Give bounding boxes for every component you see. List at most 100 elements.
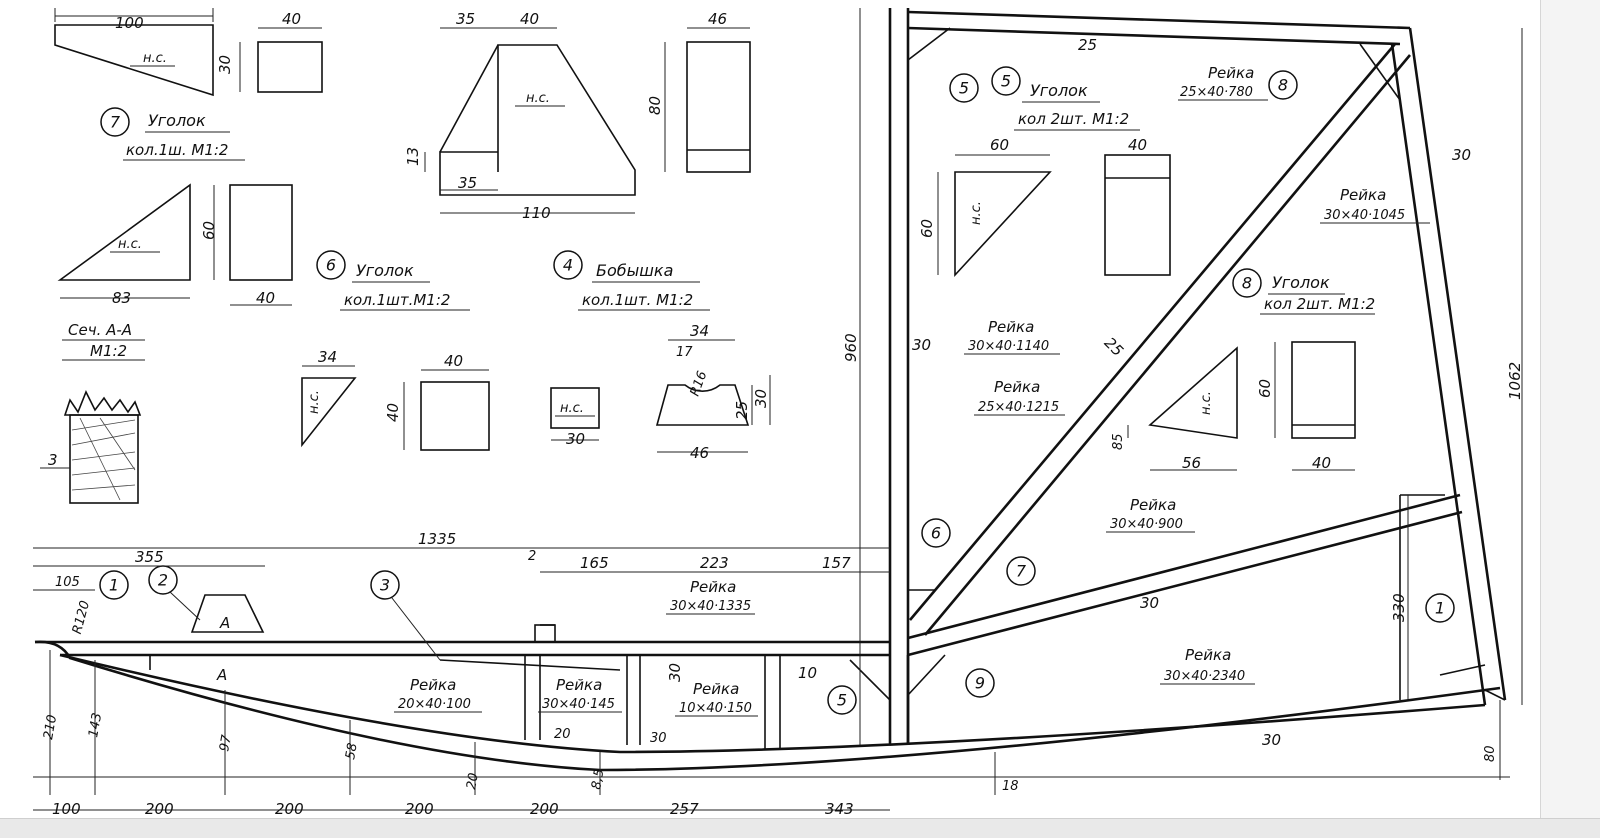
- rail-size: 20×40·100: [398, 697, 471, 712]
- dim-label: 223: [700, 554, 729, 572]
- callout-7: 7: [110, 113, 121, 132]
- callout-5: 5: [1001, 72, 1011, 91]
- hs-label: н.с.: [526, 91, 550, 106]
- hull-callouts: 1 2 3: [99, 565, 441, 661]
- rail-size: 30×40·2340: [1164, 669, 1245, 684]
- dim-label: 34: [690, 322, 709, 340]
- dim-label: 35: [456, 10, 475, 28]
- part-8-drawings: Уголок кол 2шт. М1:2 н.с. 56 85 60 40: [1111, 273, 1375, 472]
- part-6-title: Уголок: [356, 261, 414, 280]
- dim-label: 58: [343, 742, 361, 761]
- hs-label: н.с.: [1199, 391, 1214, 415]
- rail-size: 10×40·150: [679, 701, 752, 716]
- rail-name: Рейка: [1185, 646, 1231, 664]
- dim-label: 343: [825, 800, 854, 818]
- callout-1: 1: [1435, 599, 1445, 618]
- right-panel-edge: [1540, 0, 1600, 818]
- hs-label: н.с.: [307, 390, 322, 414]
- dim-label: 3: [48, 451, 58, 469]
- dim-label: 30: [216, 55, 234, 74]
- hs-label: н.с.: [118, 237, 142, 252]
- dim-label: 40: [384, 403, 402, 422]
- rail-name: Рейка: [693, 680, 739, 698]
- part-8-title: Уголок: [1272, 273, 1330, 292]
- dim-label: 80: [646, 96, 664, 115]
- dim-label: 46: [690, 444, 709, 462]
- dim-label: 25: [1078, 36, 1097, 54]
- dim-label: 30: [650, 731, 667, 746]
- rail-name: Рейка: [1130, 496, 1176, 514]
- dim-label: 40: [256, 289, 275, 307]
- section-scale: М1:2: [90, 342, 127, 360]
- dim-label: 157: [822, 554, 851, 572]
- callout-3: 3: [380, 576, 390, 595]
- rail-name: Рейка: [556, 676, 602, 694]
- dim-label: 40: [1128, 136, 1147, 154]
- section-title: Сеч. А-А: [68, 321, 132, 339]
- part-4-title: Бобышка: [596, 261, 673, 280]
- rail-size: 30×40·900: [1110, 517, 1183, 532]
- frame-rail-labels: Рейка 25×40·780 Рейка 30×40·1045 Рейка 3…: [964, 64, 1430, 685]
- dim-label: 17: [676, 345, 693, 360]
- dim-label: 200: [275, 800, 304, 818]
- dim-label: 13: [404, 147, 422, 166]
- hs-label: н.с.: [969, 201, 984, 225]
- section-mark: А: [219, 614, 230, 632]
- hs-label: н.с.: [143, 51, 167, 66]
- part-7-title: Уголок: [148, 111, 206, 130]
- dim-label: 20: [554, 727, 571, 742]
- dim-label: 200: [145, 800, 174, 818]
- dim-label: 30: [1262, 731, 1281, 749]
- dim-label: 60: [1256, 379, 1274, 398]
- callout-2: 2: [158, 571, 168, 590]
- dim-label: 85: [1111, 433, 1126, 450]
- section-mark: А: [216, 666, 227, 684]
- callout-1: 1: [109, 576, 119, 595]
- callout-6: 6: [326, 256, 336, 275]
- frame-callouts: 5 8 8 6 7 1 9 5: [827, 70, 1455, 715]
- dim-label: 30: [1452, 146, 1471, 164]
- dim-label: 25: [1101, 334, 1127, 360]
- rail-name: Рейка: [988, 318, 1034, 336]
- dim-label: 330: [1390, 593, 1408, 622]
- rail-size: 25×40·780: [1180, 85, 1253, 100]
- dim-label: 25: [733, 401, 751, 420]
- dim-label: R16: [688, 369, 711, 398]
- callout-8: 8: [1278, 76, 1288, 95]
- dim-label: 257: [670, 800, 699, 818]
- dim-label: 355: [135, 548, 164, 566]
- dim-label: 35: [458, 174, 477, 192]
- part-6-qty: кол.1шт.М1:2: [344, 291, 450, 309]
- dim-label: 200: [530, 800, 559, 818]
- part-5-drawings: 5 Уголок кол 2шт. М1:2 н.с. 60 60 40: [918, 66, 1171, 278]
- dim-label: 210: [41, 714, 60, 741]
- hull-dimensions: 1335 355 105 R120 2 165 223 157 10 20 30…: [33, 530, 1510, 818]
- callout-8: 8: [1242, 274, 1252, 293]
- rail-name: Рейка: [410, 676, 456, 694]
- hull-rail-labels: Рейка 30×40·1335 Рейка 20×40·100 Рейка 3…: [394, 578, 758, 717]
- bottom-scrollbar[interactable]: [0, 818, 1600, 838]
- dim-label: 110: [522, 204, 551, 222]
- part-8-qty: кол 2шт. М1:2: [1264, 295, 1375, 313]
- part-4-bobyshka: 4 Бобышка кол.1шт. М1:2 н.с. 30 34 17 R1…: [550, 250, 771, 462]
- dim-label: 20: [464, 772, 482, 791]
- part-7-qty: кол.1ш. М1:2: [126, 141, 228, 159]
- dim-label: 105: [55, 575, 80, 590]
- dim-label: R120: [70, 599, 93, 636]
- dim-label: 56: [1182, 454, 1201, 472]
- callout-6: 6: [931, 524, 941, 543]
- hull-profile: А А: [34, 594, 1506, 772]
- frame-structure: [849, 8, 1507, 745]
- dim-label: 1335: [418, 530, 456, 548]
- rail-size: 30×40·145: [542, 697, 615, 712]
- dim-label: 30: [566, 430, 585, 448]
- rail-size: 30×40·1140: [968, 339, 1049, 354]
- part-4-trapezoid-views: 35 40 н.с. 13 35 110 46 80: [404, 10, 751, 222]
- callout-5: 5: [959, 79, 969, 98]
- rail-name: Рейка: [1340, 186, 1386, 204]
- part-7-drawings: 100 н.с. 40 30 7 Уголок кол.1ш. М1:2 н.с…: [54, 8, 323, 307]
- callout-9: 9: [975, 674, 985, 693]
- dim-label: 60: [990, 136, 1009, 154]
- callout-7: 7: [1016, 562, 1027, 581]
